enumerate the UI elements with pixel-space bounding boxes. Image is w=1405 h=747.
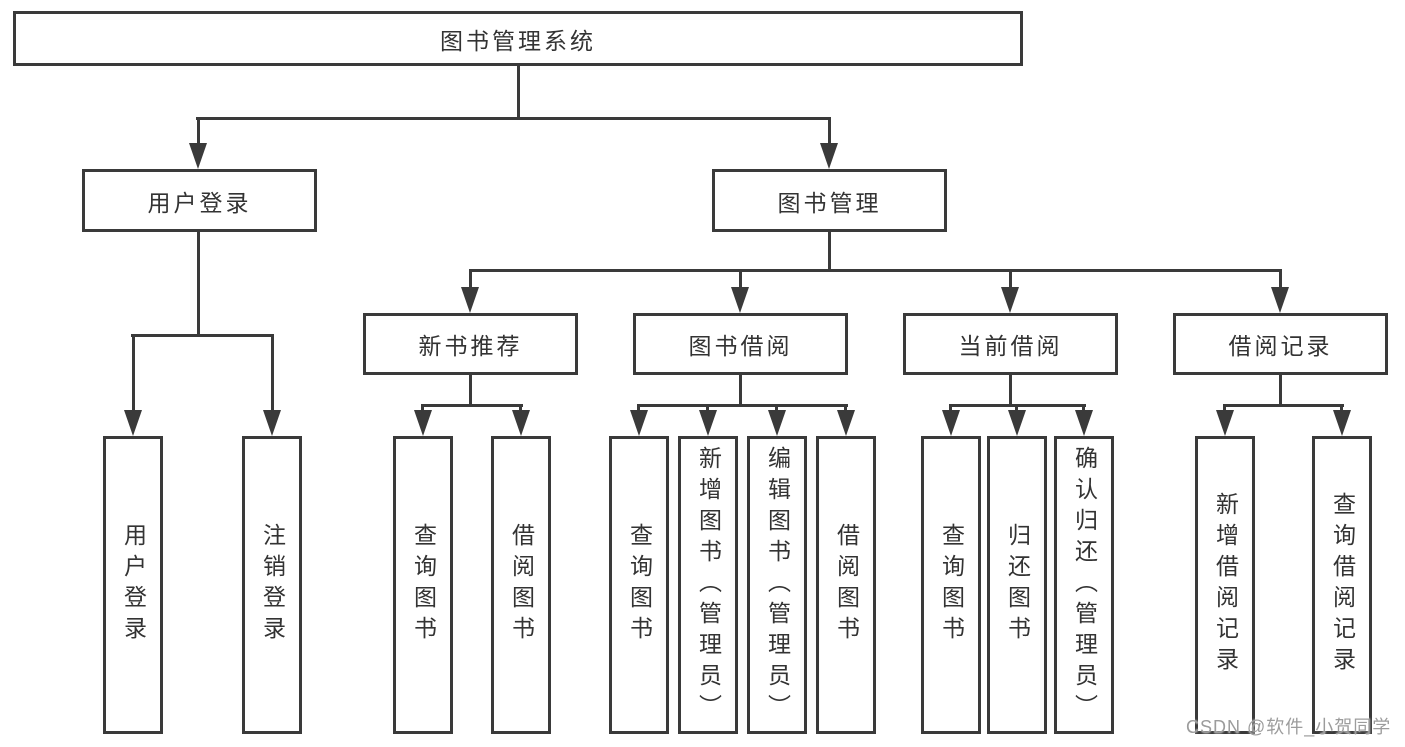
node-borrow-books-recommend: 借阅图书 xyxy=(491,436,551,734)
node-borrow-records: 借阅记录 xyxy=(1173,313,1388,375)
arrow-down-icon xyxy=(1271,287,1289,313)
node-label: 新增图书（管理员） xyxy=(695,445,722,725)
node-label: 归还图书 xyxy=(1004,523,1031,647)
node-root: 图书管理系统 xyxy=(13,11,1023,66)
node-logout: 注销登录 xyxy=(242,436,302,734)
arrow-down-icon xyxy=(1075,410,1093,436)
connector-line xyxy=(1279,269,1282,293)
connector-line xyxy=(131,334,274,337)
node-confirm-return-admin: 确认归还（管理员） xyxy=(1054,436,1114,734)
arrow-down-icon xyxy=(699,410,717,436)
node-borrow-books: 借阅图书 xyxy=(816,436,876,734)
node-query-books-recommend: 查询图书 xyxy=(393,436,453,734)
arrow-down-icon xyxy=(512,410,530,436)
arrow-down-icon xyxy=(1001,287,1019,313)
connector-line xyxy=(469,375,472,407)
arrow-down-icon xyxy=(731,287,749,313)
connector-line xyxy=(1224,404,1344,407)
connector-line xyxy=(197,117,200,149)
node-label: 用户登录 xyxy=(120,523,147,647)
node-label: 查询图书 xyxy=(626,523,653,647)
connector-line xyxy=(517,66,520,117)
csdn-watermark: CSDN @软件_小贺同学 xyxy=(1186,717,1392,737)
arrow-down-icon xyxy=(461,287,479,313)
node-new-book-recommend: 新书推荐 xyxy=(363,313,578,375)
arrow-down-icon xyxy=(768,410,786,436)
connector-line xyxy=(271,334,274,414)
connector-line xyxy=(197,232,200,337)
connector-line xyxy=(469,269,1282,272)
node-current-borrow: 当前借阅 xyxy=(903,313,1118,375)
node-user-login: 用户登录 xyxy=(82,169,317,232)
node-label: 新增借阅记录 xyxy=(1212,492,1239,678)
node-add-borrow-record: 新增借阅记录 xyxy=(1195,436,1255,734)
arrow-down-icon xyxy=(124,410,142,436)
connector-line xyxy=(469,269,472,293)
connector-line xyxy=(196,117,831,120)
node-query-books-borrow: 查询图书 xyxy=(609,436,669,734)
node-edit-book-admin: 编辑图书（管理员） xyxy=(747,436,807,734)
node-label: 编辑图书（管理员） xyxy=(764,445,791,725)
connector-line xyxy=(828,117,831,149)
connector-line xyxy=(422,404,523,407)
connector-line xyxy=(1009,269,1012,293)
arrow-down-icon xyxy=(942,410,960,436)
node-label: 确认归还（管理员） xyxy=(1071,445,1098,725)
node-book-borrow: 图书借阅 xyxy=(633,313,848,375)
connector-line xyxy=(828,232,831,272)
arrow-down-icon xyxy=(1333,410,1351,436)
connector-line xyxy=(132,334,135,414)
node-login: 用户登录 xyxy=(103,436,163,734)
node-add-book-admin: 新增图书（管理员） xyxy=(678,436,738,734)
connector-line xyxy=(638,404,848,407)
arrow-down-icon xyxy=(1008,410,1026,436)
arrow-down-icon xyxy=(820,143,838,169)
node-label: 查询图书 xyxy=(938,523,965,647)
node-query-books-current: 查询图书 xyxy=(921,436,981,734)
node-label: 借阅图书 xyxy=(833,523,860,647)
node-label: 查询图书 xyxy=(410,523,437,647)
arrow-down-icon xyxy=(837,410,855,436)
connector-line xyxy=(1279,375,1282,407)
connector-line xyxy=(950,404,1086,407)
node-return-book: 归还图书 xyxy=(987,436,1047,734)
node-label: 查询借阅记录 xyxy=(1329,492,1356,678)
arrow-down-icon xyxy=(414,410,432,436)
connector-line xyxy=(1009,375,1012,407)
node-book-management: 图书管理 xyxy=(712,169,947,232)
node-label: 借阅图书 xyxy=(508,523,535,647)
arrow-down-icon xyxy=(263,410,281,436)
node-query-borrow-record: 查询借阅记录 xyxy=(1312,436,1372,734)
connector-line xyxy=(739,269,742,293)
connector-line xyxy=(739,375,742,407)
arrow-down-icon xyxy=(1216,410,1234,436)
arrow-down-icon xyxy=(189,143,207,169)
arrow-down-icon xyxy=(630,410,648,436)
node-label: 注销登录 xyxy=(259,523,286,647)
